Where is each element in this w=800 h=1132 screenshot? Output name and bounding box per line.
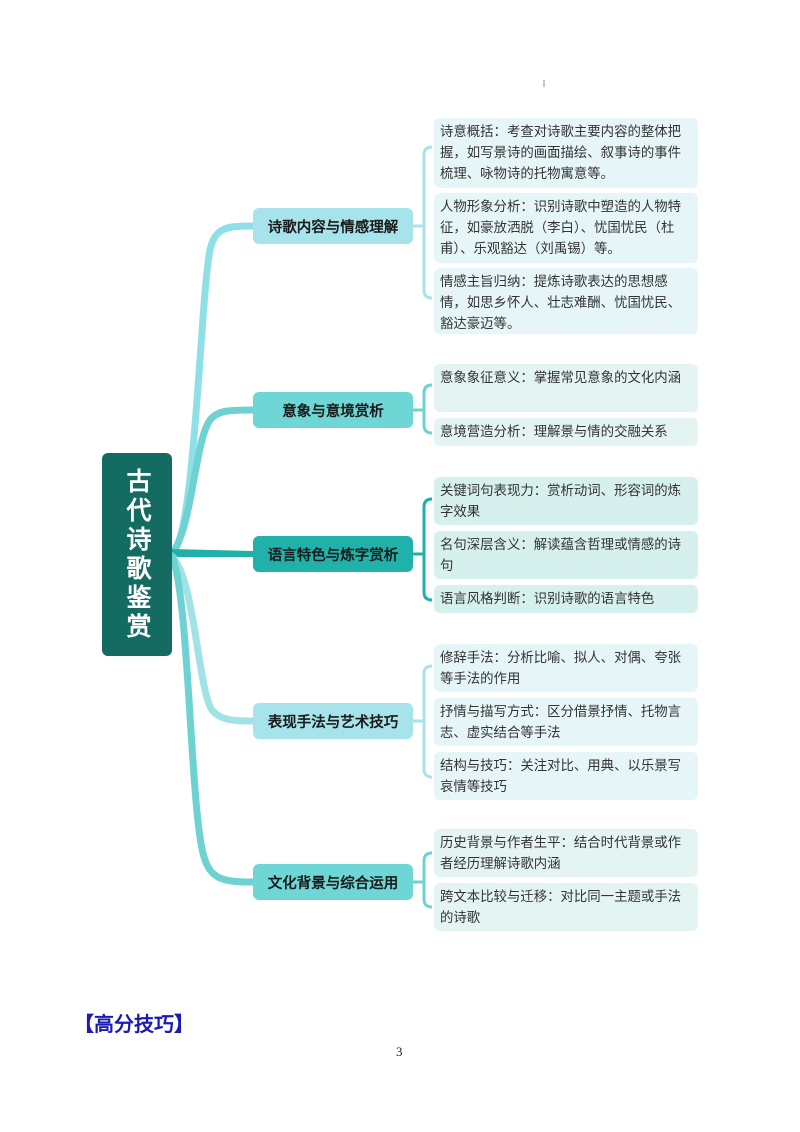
leaf-node: 语言风格判断：识别诗歌的语言特色 <box>434 585 698 613</box>
leaf-node: 意象象征意义：掌握常见意象的文化内涵 <box>434 364 698 412</box>
leaf-text: 诗意概括：考查对诗歌主要内容的整体把握，如写景诗的画面描绘、叙事诗的事件梳理、咏… <box>440 125 682 182</box>
page-marker <box>543 80 545 87</box>
branch-node-techniques: 表现手法与艺术技巧 <box>253 703 413 739</box>
leaf-node: 修辞手法：分析比喻、拟人、对偶、夸张等手法的作用 <box>434 644 698 692</box>
leaf-text: 语言风格判断：识别诗歌的语言特色 <box>440 592 655 607</box>
branch-node-language: 语言特色与炼字赏析 <box>253 536 413 572</box>
branch-node-imagery: 意象与意境赏析 <box>253 392 413 428</box>
leaf-node: 跨文本比较与迁移：对比同一主题或手法的诗歌 <box>434 883 698 931</box>
leaf-text: 意境营造分析：理解景与情的交融关系 <box>440 425 668 440</box>
leaf-node: 结构与技巧：关注对比、用典、以乐景写哀情等技巧 <box>434 752 698 800</box>
branch-node-culture: 文化背景与综合运用 <box>253 864 413 900</box>
leaf-text: 人物形象分析：识别诗歌中塑造的人物特征，如豪放洒脱（李白）、忧国忧民（杜甫）、乐… <box>440 200 682 257</box>
leaf-text: 情感主旨归纳：提炼诗歌表达的思想感情，如思乡怀人、壮志难酬、忧国忧民、豁达豪迈等… <box>440 275 682 332</box>
branch-label: 表现手法与艺术技巧 <box>267 714 399 731</box>
leaf-node: 人物形象分析：识别诗歌中塑造的人物特征，如豪放洒脱（李白）、忧国忧民（杜甫）、乐… <box>434 193 698 263</box>
leaf-text: 关键词句表现力：赏析动词、形容词的炼字效果 <box>440 484 682 520</box>
root-node: 古代诗歌鉴赏 <box>102 453 172 656</box>
leaf-text: 意象象征意义：掌握常见意象的文化内涵 <box>440 371 682 386</box>
branch-label: 诗歌内容与情感理解 <box>267 219 399 236</box>
branch-label: 文化背景与综合运用 <box>267 875 399 892</box>
branch-node-content-emotion: 诗歌内容与情感理解 <box>253 208 413 244</box>
section-heading: 【高分技巧】 <box>74 1012 194 1036</box>
leaf-text: 修辞手法：分析比喻、拟人、对偶、夸张等手法的作用 <box>440 651 682 687</box>
leaf-node: 历史背景与作者生平：结合时代背景或作者经历理解诗歌内涵 <box>434 829 698 877</box>
page-number: 3 <box>396 1044 403 1059</box>
leaf-text: 结构与技巧：关注对比、用典、以乐景写哀情等技巧 <box>440 759 682 795</box>
leaf-text: 跨文本比较与迁移：对比同一主题或手法的诗歌 <box>440 890 682 926</box>
leaf-node: 诗意概括：考查对诗歌主要内容的整体把握，如写景诗的画面描绘、叙事诗的事件梳理、咏… <box>434 118 698 188</box>
branch-label: 语言特色与炼字赏析 <box>267 547 399 564</box>
leaf-text: 历史背景与作者生平：结合时代背景或作者经历理解诗歌内涵 <box>440 836 682 872</box>
leaf-text: 抒情与描写方式：区分借景抒情、托物言志、虚实结合等手法 <box>440 705 682 741</box>
branch-label: 意象与意境赏析 <box>282 403 384 420</box>
leaf-text: 名句深层含义：解读蕴含哲理或情感的诗句 <box>440 538 682 574</box>
root-label: 古代诗歌鉴赏 <box>123 467 152 642</box>
leaf-node: 关键词句表现力：赏析动词、形容词的炼字效果 <box>434 477 698 525</box>
leaf-node: 名句深层含义：解读蕴含哲理或情感的诗句 <box>434 531 698 579</box>
leaf-node: 意境营造分析：理解景与情的交融关系 <box>434 418 698 446</box>
leaf-node: 情感主旨归纳：提炼诗歌表达的思想感情，如思乡怀人、壮志难酬、忧国忧民、豁达豪迈等… <box>434 268 698 334</box>
leaf-node: 抒情与描写方式：区分借景抒情、托物言志、虚实结合等手法 <box>434 698 698 746</box>
